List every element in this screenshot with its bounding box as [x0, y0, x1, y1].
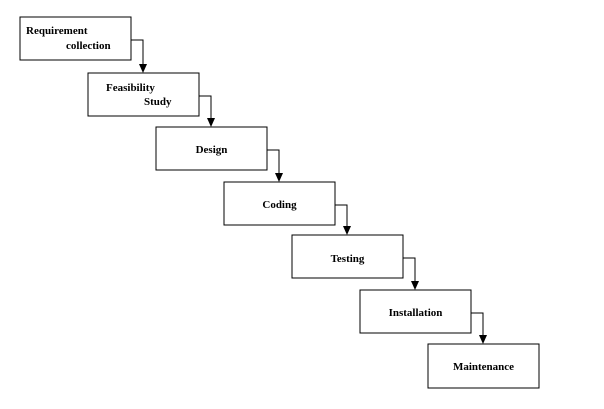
step-label: Design	[196, 144, 228, 156]
step-box	[155, 126, 268, 171]
step-box	[87, 72, 200, 117]
step-requirement-collection: Requirement collection	[19, 16, 132, 61]
connector-design-to-coding	[267, 149, 283, 182]
connector-line	[471, 312, 484, 335]
step-installation: Installation	[359, 289, 472, 334]
step-box	[427, 343, 540, 389]
step-label: Installation	[389, 307, 443, 319]
connector-line	[267, 149, 280, 173]
step-box	[291, 234, 404, 279]
step-label-line-2: collection	[66, 40, 111, 52]
arrowhead-icon	[275, 173, 283, 182]
step-maintenance: Maintenance	[427, 343, 540, 389]
connector-line	[199, 95, 212, 118]
step-coding: Coding	[223, 181, 336, 226]
step-label-line-2: Study	[144, 96, 172, 108]
step-label-line-1: Feasibility	[106, 82, 155, 94]
step-box	[223, 181, 336, 226]
step-feasibility-study: Feasibility Study	[87, 72, 200, 117]
step-label-line-1: Requirement	[26, 25, 88, 37]
arrowhead-icon	[343, 226, 351, 235]
connector-installation-to-maintenance	[471, 312, 487, 344]
connector-testing-to-installation	[403, 257, 419, 290]
step-design: Design	[155, 126, 268, 171]
arrowhead-icon	[411, 281, 419, 290]
connector-line	[403, 257, 416, 281]
step-label: Coding	[262, 199, 297, 211]
arrowhead-icon	[139, 64, 147, 73]
step-box	[19, 16, 132, 61]
connector-feasibility-to-design	[199, 95, 215, 127]
step-label: Maintenance	[453, 361, 514, 373]
connector-line	[131, 39, 144, 64]
arrowhead-icon	[207, 118, 215, 127]
arrowhead-icon	[479, 335, 487, 344]
step-testing: Testing	[291, 234, 404, 279]
step-box	[359, 289, 472, 334]
connector-coding-to-testing	[335, 204, 351, 235]
connector-requirement-to-feasibility	[131, 39, 147, 73]
step-label: Testing	[331, 253, 365, 265]
connector-line	[335, 204, 348, 226]
